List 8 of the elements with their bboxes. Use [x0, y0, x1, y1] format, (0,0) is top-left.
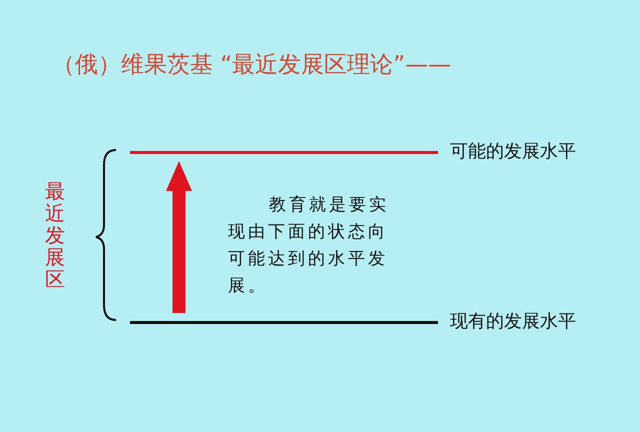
level-label: 现有的发展水平 — [450, 313, 576, 331]
title: （俄）维果茨基 “最近发展区理论”—— — [52, 52, 452, 80]
zone-label: 最近发展区 — [45, 180, 65, 290]
arrow — [166, 161, 192, 313]
level-line — [130, 313, 576, 331]
level-line — [130, 143, 576, 161]
description-text: 教育就是要实现由下面的状态向可能达到的水平发展。 — [228, 194, 390, 298]
level-label: 可能的发展水平 — [450, 143, 576, 161]
